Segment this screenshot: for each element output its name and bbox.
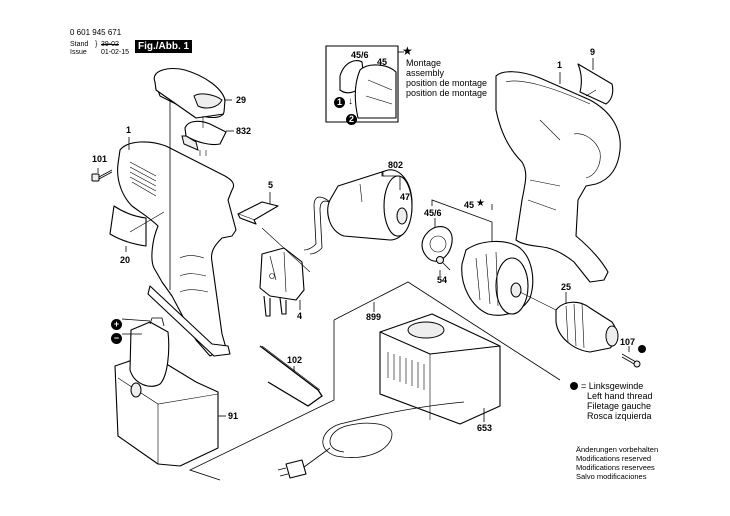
- label-101: 101: [92, 154, 108, 164]
- part-20-label: [109, 205, 165, 252]
- part-54-screw: [436, 256, 451, 276]
- legend-line: Filetage gauche: [587, 401, 652, 411]
- label-802: 802: [388, 160, 404, 170]
- part-1-housing-right: [495, 71, 621, 283]
- label-25: 25: [561, 282, 572, 292]
- left-thread-dot-icon: [570, 382, 578, 390]
- down-arrow-icon: ↓: [348, 96, 353, 107]
- label-102: 102: [287, 355, 303, 365]
- label-47: 47: [400, 192, 411, 202]
- part-45-gearbox: [431, 199, 561, 316]
- inset-label-45-6: 45/6: [351, 50, 369, 60]
- legend-line: Rosca izquierda: [587, 411, 652, 421]
- legend-line: Left hand thread: [587, 391, 653, 401]
- part-number: 0 601 945 671: [70, 28, 122, 37]
- label-653: 653: [477, 423, 493, 433]
- part-899-bracket: [188, 281, 561, 481]
- figure-label: Fig./Abb. 1: [135, 40, 193, 53]
- label-54: 54: [437, 275, 448, 285]
- issue-value: 01-02-15: [101, 49, 130, 56]
- legend-line: Linksgewinde: [588, 381, 644, 391]
- step-2-badge: 2: [346, 109, 357, 127]
- label-832: 832: [236, 126, 252, 136]
- assembly-star-icon: ★: [402, 44, 413, 58]
- label-45-6: 45/6: [424, 208, 442, 218]
- part-9-label: [577, 58, 614, 105]
- label-1-right: 1: [557, 60, 563, 70]
- left-thread-dot-icon: [638, 339, 649, 357]
- label-29: 29: [236, 95, 247, 105]
- stand-label: Stand: [70, 41, 89, 48]
- part-45-6-ring: [421, 218, 453, 262]
- assembly-note-line: assembly: [406, 68, 445, 78]
- label-45: 45: [464, 200, 475, 210]
- minus-terminal-icon: −: [111, 328, 122, 346]
- modifications-line: Änderungen vorbehalten: [576, 445, 659, 454]
- part-29-cover: [153, 67, 232, 119]
- part-4-switch: [259, 227, 311, 317]
- stand-brace-icon: }: [95, 41, 98, 48]
- step-1-badge: 1: [334, 92, 345, 110]
- motor-802: [303, 169, 413, 255]
- plus-terminal-icon: +: [111, 314, 122, 332]
- label-107: 107: [620, 337, 636, 347]
- label-1-left: 1: [126, 125, 132, 135]
- label-899: 899: [366, 312, 382, 322]
- modifications-line: Modifications reservees: [576, 463, 655, 472]
- part-5-slider: [237, 192, 279, 225]
- label-45-star-icon: ★: [476, 198, 485, 209]
- part-91-battery: [114, 317, 226, 467]
- legend-left-hand-thread: = Linksgewinde: [570, 381, 643, 391]
- label-5: 5: [268, 180, 274, 190]
- part-102-bracket: [259, 345, 323, 407]
- label-20: 20: [120, 255, 131, 265]
- modifications-line: Salvo modificaciones: [576, 472, 647, 481]
- part-101-screw: [91, 168, 113, 182]
- assembly-note-line: Montage: [406, 58, 442, 68]
- assembly-inset: [325, 45, 404, 123]
- legend-eq: =: [581, 381, 587, 391]
- label-91: 91: [228, 411, 239, 421]
- label-4: 4: [297, 311, 303, 321]
- part-832-contact-plate: [181, 116, 234, 156]
- assembly-note-line: position de montage: [406, 78, 488, 88]
- assembly-note-line: position de montage: [406, 88, 488, 98]
- part-1-housing-left: [117, 100, 237, 357]
- label-9: 9: [590, 47, 596, 57]
- issue-label: Issue: [70, 49, 87, 56]
- stand-value: 39-02: [101, 41, 119, 48]
- inset-label-45: 45: [377, 57, 388, 67]
- part-107-screw: [621, 346, 641, 368]
- modifications-line: Modifications reserved: [576, 454, 652, 463]
- part-25-chuck: [555, 292, 619, 353]
- part-653-charger: [277, 313, 501, 479]
